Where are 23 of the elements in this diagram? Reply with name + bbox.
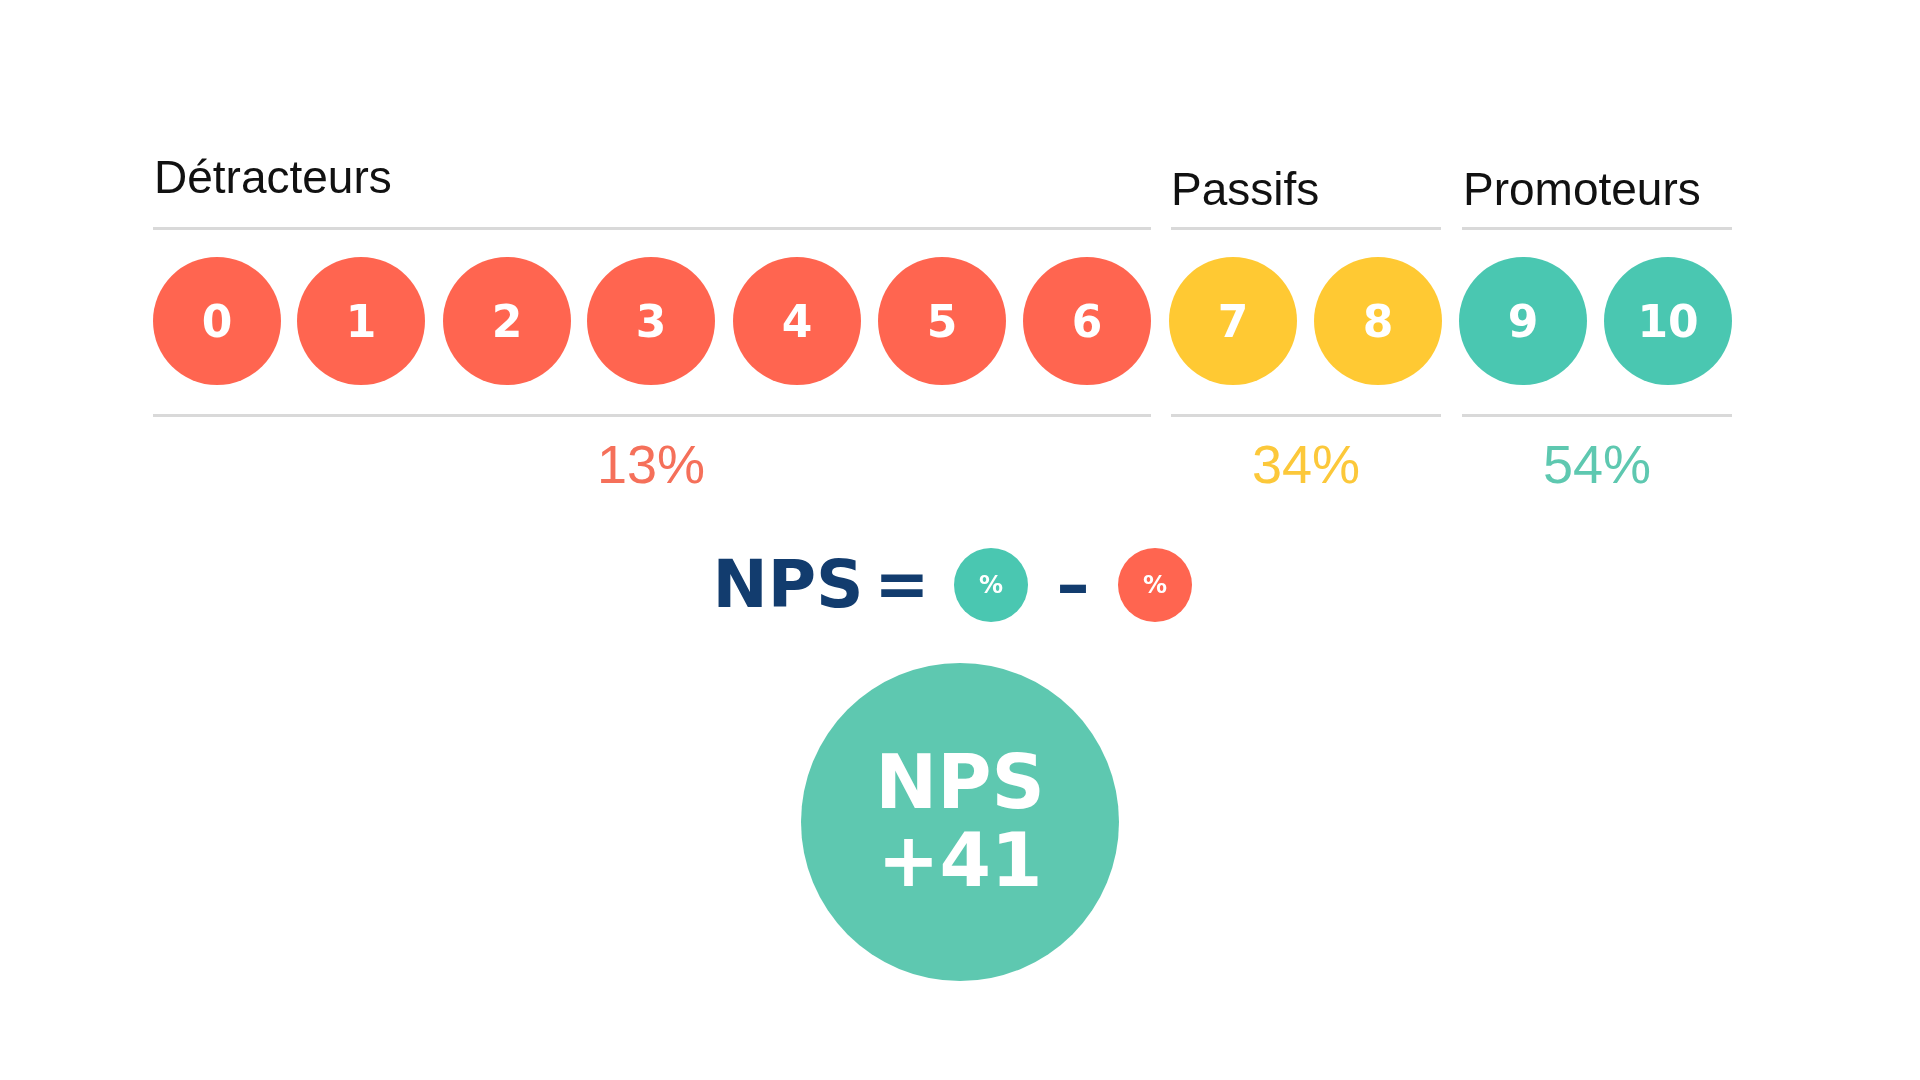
group-heading: Détracteurs (154, 154, 392, 200)
formula-text: NPS (712, 552, 864, 618)
circle-number: 4 (781, 295, 813, 347)
circle-number: 5 (926, 295, 958, 347)
circle-number: 0 (201, 295, 233, 347)
circle-number: % (978, 571, 1003, 599)
percentage-value: 13% (596, 437, 706, 491)
circle-number: 6 (1071, 295, 1103, 347)
group-heading: Promoteurs (1463, 166, 1701, 212)
circle-number: 1 (345, 295, 377, 347)
circle-number: 8 (1362, 295, 1394, 347)
minus-sign: – (1056, 552, 1090, 618)
percentage-value: 54% (1542, 437, 1652, 491)
equals-sign: = (874, 552, 930, 618)
circle-number: 3 (635, 295, 667, 347)
circle-number: % (1142, 571, 1167, 599)
circle-number: 9 (1507, 295, 1539, 347)
circle-number: 2 (491, 295, 523, 347)
group-heading: Passifs (1171, 166, 1320, 212)
percentage-value: 34% (1251, 437, 1361, 491)
score-text: NPS +41 (874, 744, 1046, 900)
circle-number: 7 (1217, 295, 1249, 347)
circle-number: 10 (1637, 295, 1699, 347)
